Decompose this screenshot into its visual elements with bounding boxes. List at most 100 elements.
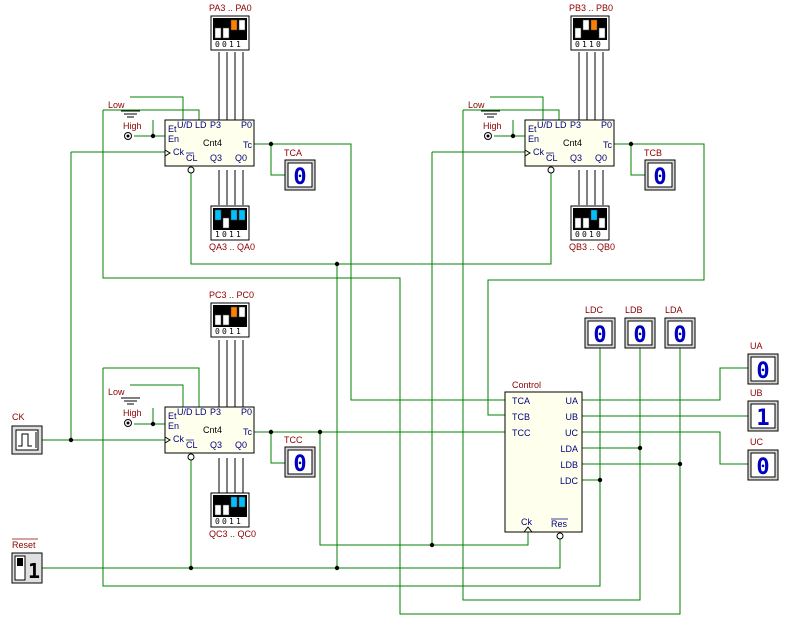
pin-en: En xyxy=(168,134,179,144)
pin-p3: P3 xyxy=(210,407,221,417)
dip-toggle xyxy=(238,209,246,221)
tc-indicator: 0 xyxy=(284,446,316,478)
res-bubble xyxy=(556,532,564,540)
high-label: High xyxy=(123,408,142,418)
output-dip-switch: 0011 xyxy=(210,492,250,528)
control-output-ldb: LDB xyxy=(560,460,578,470)
pin-ck: Ck xyxy=(533,147,544,157)
q-label: QC3 .. QC0 xyxy=(209,529,256,539)
q-label: QB3 .. QB0 xyxy=(569,242,615,252)
tc-label: TCA xyxy=(284,148,302,158)
dip-toggle xyxy=(582,19,590,31)
high-label: High xyxy=(123,121,142,131)
junction-dot xyxy=(429,542,435,548)
pin-q3: Q3 xyxy=(570,153,582,163)
digit-value: 0 xyxy=(293,452,306,477)
digit-value: 0 xyxy=(593,323,606,348)
pin-ud: U/D xyxy=(537,120,553,130)
dip-toggle xyxy=(214,209,222,221)
junction-dot xyxy=(628,141,634,147)
junction-dot xyxy=(510,133,516,139)
pin-p0: P0 xyxy=(601,120,612,130)
control-input-tcc: TCC xyxy=(512,428,531,438)
junction-dot xyxy=(150,421,156,427)
digit-value: 0 xyxy=(293,165,306,190)
digit-value: 0 xyxy=(756,359,769,384)
digit-window xyxy=(750,356,776,382)
indicator-ua: UA 0 xyxy=(747,341,779,385)
output-dip-switch: 0010 xyxy=(570,205,610,241)
pin-cl: CL xyxy=(546,153,558,163)
digit-value: 0 xyxy=(673,323,686,348)
digit-value: 0 xyxy=(633,323,646,348)
digit-value: 0 xyxy=(756,455,769,480)
indicator-digit: 0 xyxy=(584,317,616,349)
dip-toggle xyxy=(598,27,606,39)
junction-dot xyxy=(597,477,603,483)
dip-bits: 0011 xyxy=(215,517,243,526)
dip-toggle xyxy=(582,217,590,229)
digit-window xyxy=(587,320,613,346)
dip-toggle xyxy=(574,217,582,229)
junction-dot xyxy=(188,565,194,571)
dip-toggle xyxy=(214,27,222,39)
dip-toggle xyxy=(238,19,246,31)
pin-en: En xyxy=(528,134,539,144)
indicator-ub: UB1 xyxy=(747,388,779,432)
high-label: High xyxy=(483,121,502,131)
indicator-digit: 1 xyxy=(747,400,779,432)
counter-name: Cnt4 xyxy=(203,138,222,148)
dip-toggle xyxy=(590,19,598,31)
low-label: Low xyxy=(108,100,125,110)
dip-toggle xyxy=(238,496,246,508)
indicator-label: LDB xyxy=(625,305,643,315)
digit-window xyxy=(750,452,776,478)
counter-body xyxy=(164,406,255,454)
pin-ud: U/D xyxy=(177,407,193,417)
pin-q3: Q3 xyxy=(210,153,222,163)
clock-edge xyxy=(164,149,171,157)
tc-indicator: 0 xyxy=(644,159,676,191)
dip-bits: 0011 xyxy=(215,40,243,49)
control-res: Res xyxy=(551,519,568,529)
dip-body xyxy=(213,208,247,230)
junction-dot xyxy=(150,133,156,139)
clear-bubble xyxy=(547,166,555,174)
digit-window xyxy=(750,403,776,429)
dip-body xyxy=(213,495,247,517)
pin-et: Et xyxy=(528,124,537,134)
pin-tc: Tc xyxy=(603,140,613,150)
dip-toggle xyxy=(590,209,598,221)
clear-bubble xyxy=(187,453,195,461)
indicator-label: UA xyxy=(750,341,763,351)
digit-window xyxy=(647,162,673,188)
digit-window xyxy=(627,320,653,346)
p-label: PA3 .. PA0 xyxy=(209,3,252,13)
reset-value: 1 xyxy=(28,559,40,583)
dip-body xyxy=(213,305,247,327)
input-dip-switch: 0011 xyxy=(210,302,250,338)
pin-cl: CL xyxy=(186,440,198,450)
pin-ld: LD xyxy=(195,120,207,130)
pin-tc: Tc xyxy=(243,427,253,437)
high-terminal-dot xyxy=(126,134,130,138)
control-input-tca: TCA xyxy=(512,396,530,406)
control-output-ub: UB xyxy=(565,412,578,422)
pin-p3: P3 xyxy=(210,120,221,130)
counter-name: Cnt4 xyxy=(563,138,582,148)
control-output-ldc: LDC xyxy=(560,476,579,486)
high-terminal-dot xyxy=(126,421,130,425)
pin-q0: Q0 xyxy=(235,440,247,450)
pin-ck: Ck xyxy=(173,434,184,444)
dip-toggle xyxy=(214,504,222,516)
control-output-lda: LDA xyxy=(560,444,578,454)
clock-edge xyxy=(524,149,531,157)
pin-et: Et xyxy=(168,124,177,134)
